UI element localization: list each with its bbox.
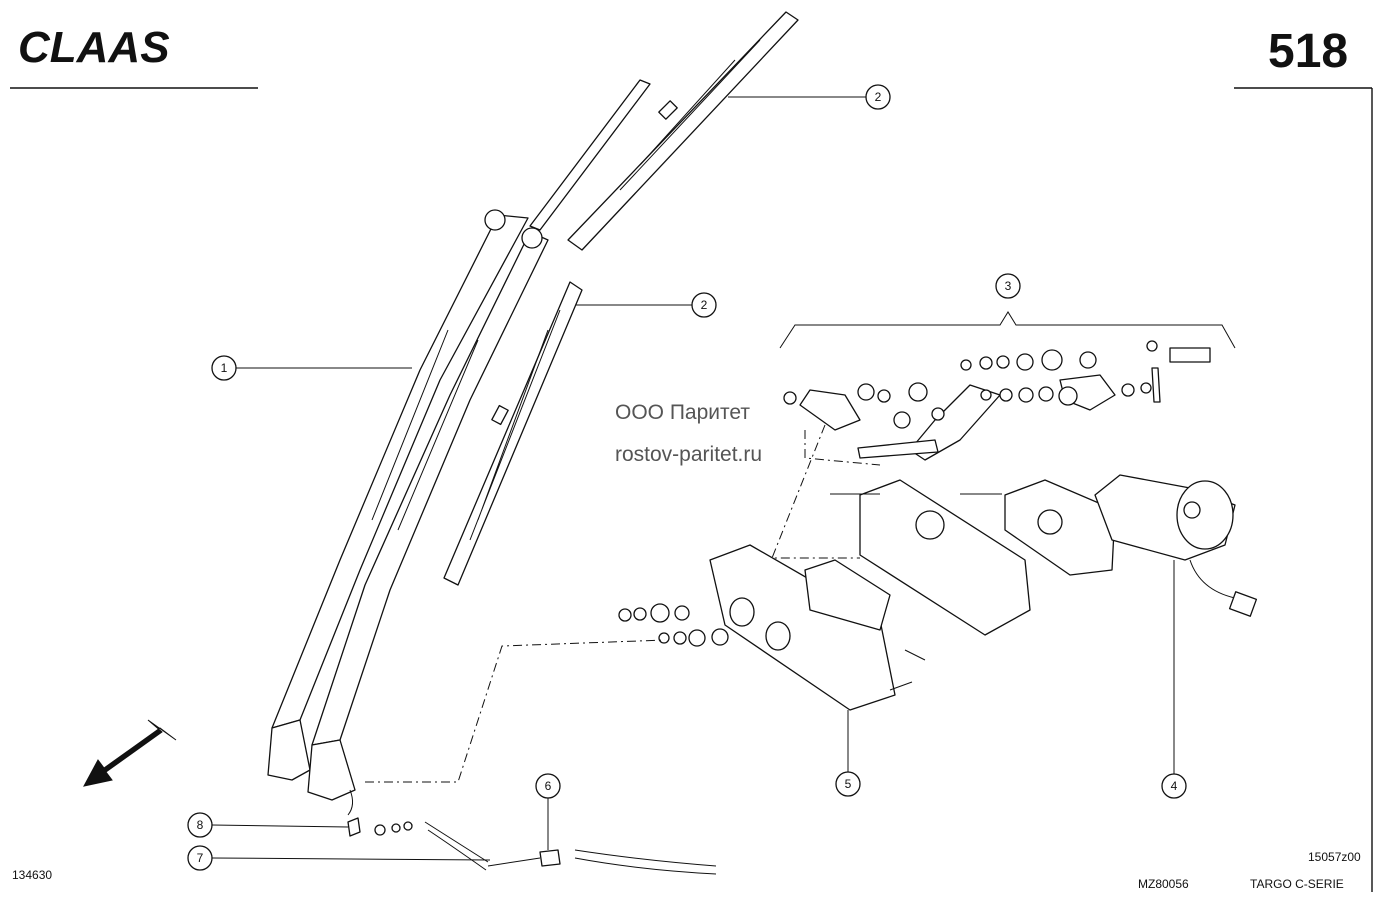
wiper-blade-upper: [567, 11, 799, 251]
arrow-down-left-icon: [83, 719, 177, 787]
linkage-rod: [857, 439, 939, 459]
mounting-plate-body: [859, 479, 1031, 636]
callout-2-lower: 2: [576, 292, 717, 318]
bracket-screws: [889, 649, 926, 691]
linkage-kit: [779, 311, 1236, 461]
callout-6-label: 6: [545, 779, 552, 793]
callout-7: 7: [187, 845, 491, 871]
arm-inner-lines: [371, 329, 479, 531]
callout-4: 4: [1161, 560, 1187, 799]
callout-4-label: 4: [1171, 779, 1178, 793]
wiper-motor: [1094, 474, 1258, 617]
callout-3-label: 3: [1005, 279, 1012, 293]
footer-series: TARGO C-SERIE: [1250, 877, 1344, 891]
wiper-blade-lower: [443, 281, 583, 586]
linkage-bolt: [1151, 367, 1161, 403]
callout-2-upper: 2: [728, 84, 891, 110]
motor-cable: [1189, 559, 1236, 599]
callout-2-lower-label: 2: [701, 298, 708, 312]
watermark-website: rostov-paritet.ru: [615, 443, 762, 466]
hose-coupler: [539, 849, 561, 867]
arm-hose-end: [347, 789, 354, 816]
bracket-tube-lower: [765, 621, 791, 651]
motor-flange-bore: [1037, 509, 1063, 535]
bracket-tab: [804, 559, 891, 631]
watermark-company: ООО Паритет: [615, 401, 750, 424]
linkage-end-lever: [1169, 347, 1211, 363]
footer-left-code: 134630: [12, 868, 52, 882]
nozzle-part: [347, 817, 361, 837]
washer-hose-group: [347, 817, 717, 875]
blade-lower-body: [443, 281, 583, 586]
blade-lower-detail: [469, 309, 561, 541]
blade-upper-detail: [619, 39, 761, 191]
motor-gearbox: [1176, 480, 1234, 550]
wiper-arm-base-left: [267, 719, 311, 781]
motor-connector: [1228, 591, 1258, 617]
hose-right: [574, 849, 717, 875]
assembly-line-b: [771, 424, 860, 559]
motor-mounting-plate: [830, 479, 1116, 636]
bracket-nuts: [618, 603, 729, 647]
motor-shaft: [1183, 501, 1201, 519]
callout-2-upper-label: 2: [875, 90, 882, 104]
linkage-kit-bracket: [779, 311, 1236, 349]
linkage-lever-a: [799, 389, 861, 431]
wiper-arm-right: [311, 231, 549, 746]
blade-upper-clip: [658, 100, 678, 120]
hose-left: [424, 821, 489, 871]
footer-right-code: 15057z00: [1308, 850, 1361, 864]
callout-1: 1: [211, 355, 412, 381]
callout-5-label: 5: [845, 777, 852, 791]
wiper-arm-assembly: [267, 79, 651, 816]
callout-8: 8: [187, 812, 349, 838]
bracket-body: [709, 544, 896, 711]
bracket-tube-upper: [729, 597, 755, 627]
callout-6: 6: [535, 773, 561, 850]
assembly-line-c: [804, 430, 881, 466]
wiper-arm-tip-upper: [529, 79, 651, 231]
motor-bracket: [618, 544, 926, 711]
mounting-plate-hole: [915, 510, 945, 540]
callout-1-label: 1: [221, 361, 228, 375]
callout-3: 3: [995, 273, 1021, 299]
callout-5: 5: [835, 710, 861, 797]
hose-connector-line: [487, 857, 541, 867]
arm-pivot-right: [521, 227, 543, 249]
assembly-line-a: [365, 639, 666, 783]
footer-drawing-code: MZ80056: [1138, 877, 1189, 891]
page-number: 518: [1268, 25, 1348, 78]
claas-logo: CLAAS: [18, 23, 170, 72]
callout-8-label: 8: [197, 818, 204, 832]
callout-7-label: 7: [197, 851, 204, 865]
linkage-washers: [783, 340, 1158, 429]
blade-lower-clip: [491, 404, 509, 426]
arm-pivot-left: [484, 209, 506, 231]
wiper-arm-base-right: [307, 739, 356, 801]
